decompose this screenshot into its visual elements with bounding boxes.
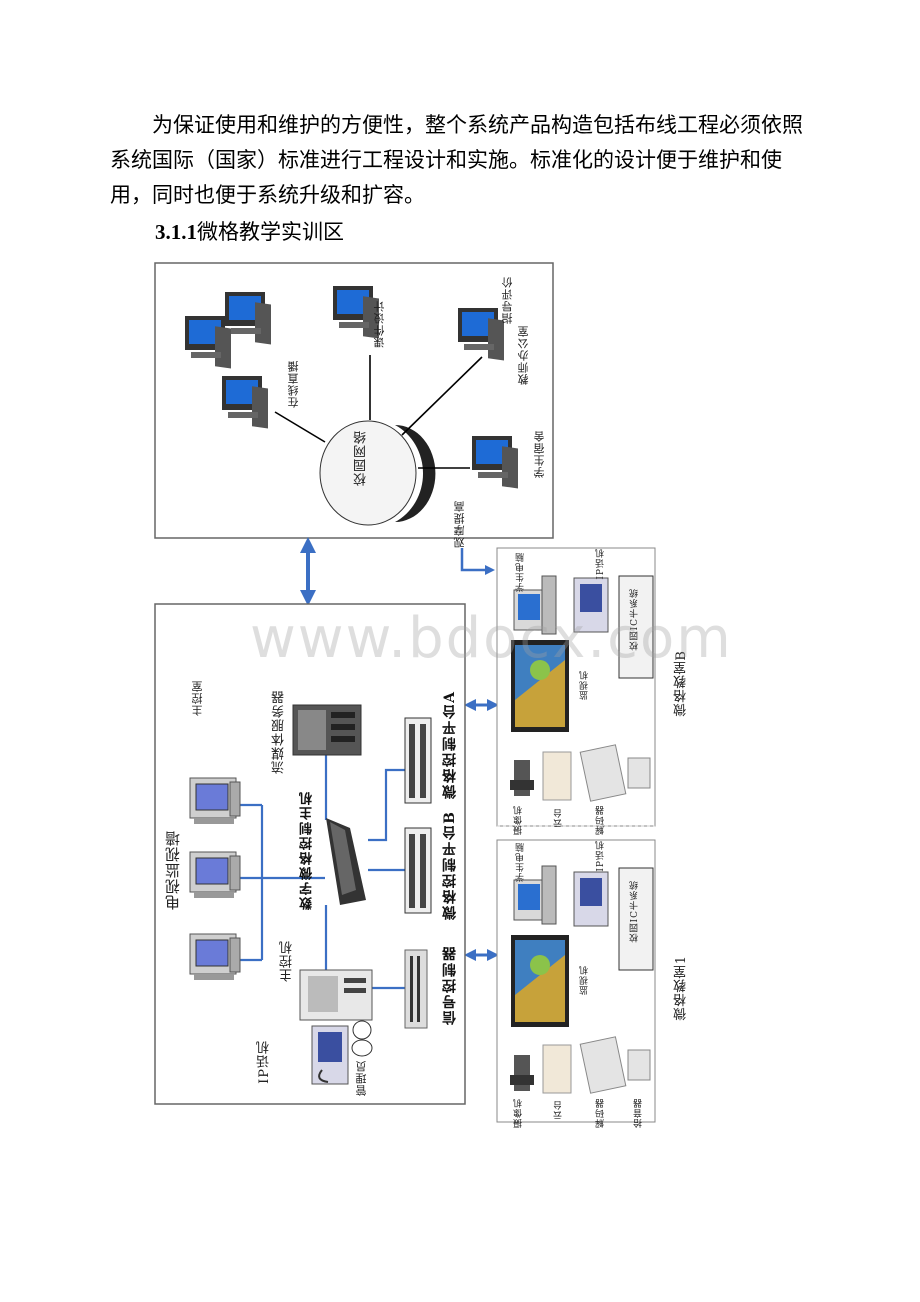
- classroom-b-camera-label: 摄像机: [514, 805, 524, 835]
- student-pc-icon-a: [513, 865, 557, 925]
- tv-icon-a: [511, 935, 569, 1027]
- tv-icon-b: [511, 640, 569, 732]
- decoder-icon-b: [579, 744, 651, 802]
- admin-icon: [351, 1020, 373, 1057]
- node-design-label: 课件设计: [373, 300, 386, 348]
- classroom-b-pc-label: 学生电脑: [516, 552, 526, 592]
- classroom-a-decoder-label: 解码器: [596, 1098, 606, 1128]
- link-office: [401, 356, 483, 436]
- signal-controller-label: 信号控制器: [442, 945, 458, 1025]
- classroom-a-camera-label: 摄像机: [514, 1098, 524, 1128]
- classroom-a-title: 微格教室1: [674, 955, 689, 1021]
- arrow-network-classroom: [460, 548, 495, 575]
- classroom-a-pantilt-label: 云台: [554, 1100, 564, 1120]
- node-live-label: 在线直播: [287, 360, 300, 408]
- platform-b-icon: [404, 827, 432, 914]
- classroom-a-extra-label: 拾音器: [634, 1098, 644, 1128]
- monitor-icon-2: [189, 851, 241, 899]
- streaming-server-label: 流媒体服务器: [272, 690, 287, 774]
- monitor-icon-3: [189, 933, 241, 981]
- node-review-label: 指导评价: [501, 276, 514, 324]
- node-office-label: 教师办公室: [517, 325, 530, 385]
- platform-b-label: 微格控制平台B: [442, 810, 458, 920]
- camera-icon-b: [510, 760, 534, 796]
- phone-icon-b: [573, 577, 609, 633]
- phone-icon-control: [311, 1025, 349, 1085]
- watermark: www.bdocx.com: [250, 606, 733, 671]
- control-room-title: 主控室: [191, 680, 204, 716]
- tv-wall-label: 电视监视墙: [164, 830, 182, 910]
- pantilt-icon-a: [542, 1044, 572, 1094]
- classroom-b-pantilt-label: 云台: [554, 808, 564, 828]
- body-paragraph: 为保证使用和维护的方便性，整个系统产品构造包括布线工程必须依照系统国际（国家）标…: [110, 113, 803, 207]
- classroom-b-phone-label: IP话机: [596, 548, 606, 580]
- student-pc-icon-b: [513, 575, 557, 635]
- control-wiring: [238, 755, 405, 990]
- digital-host-label: 数字微格控制主机: [300, 790, 315, 910]
- admin-label: 管理员: [355, 1060, 368, 1096]
- decoder-icon-a: [579, 1036, 651, 1094]
- camera-icon-a: [510, 1055, 534, 1091]
- network-center-label: 校园网络: [354, 430, 369, 486]
- host-label: 主控机: [280, 940, 295, 982]
- platform-a-label: 微格控制平台A: [442, 690, 458, 799]
- section-heading: 3.1.1微格教学实训区: [155, 216, 344, 246]
- section-title: 微格教学实训区: [197, 220, 344, 244]
- node-dorm-label: 学生宿舍: [533, 430, 546, 478]
- classroom-b-decoder-label: 解码器: [596, 805, 606, 835]
- control-host-icon: [326, 818, 366, 905]
- section-number: 3.1.1: [155, 220, 197, 244]
- system-box-b: [618, 575, 654, 679]
- host-computer-icon: [299, 969, 373, 1021]
- server-icon: [292, 704, 362, 756]
- system-box-a: [618, 867, 654, 971]
- ip-phone-label: IP话机: [257, 1040, 272, 1084]
- platform-a-icon: [404, 717, 432, 804]
- phone-icon-a: [573, 871, 609, 927]
- classroom-a-tv-label: 监视机: [580, 965, 590, 995]
- classroom-a-pc-label: 学生电脑: [516, 842, 526, 882]
- network-hub: [319, 420, 436, 526]
- classroom-b-tv-label: 监视机: [580, 670, 590, 700]
- link-live: [274, 411, 326, 443]
- classroom-a-system-label: 校园IC卡系统: [630, 880, 640, 943]
- node-improve-label: 观摩提高: [453, 500, 466, 548]
- monitor-icon-1: [189, 777, 241, 825]
- classroom-a-phone-label: IP话机: [596, 840, 606, 872]
- signal-controller-icon: [404, 949, 428, 1029]
- pantilt-icon-b: [542, 751, 572, 801]
